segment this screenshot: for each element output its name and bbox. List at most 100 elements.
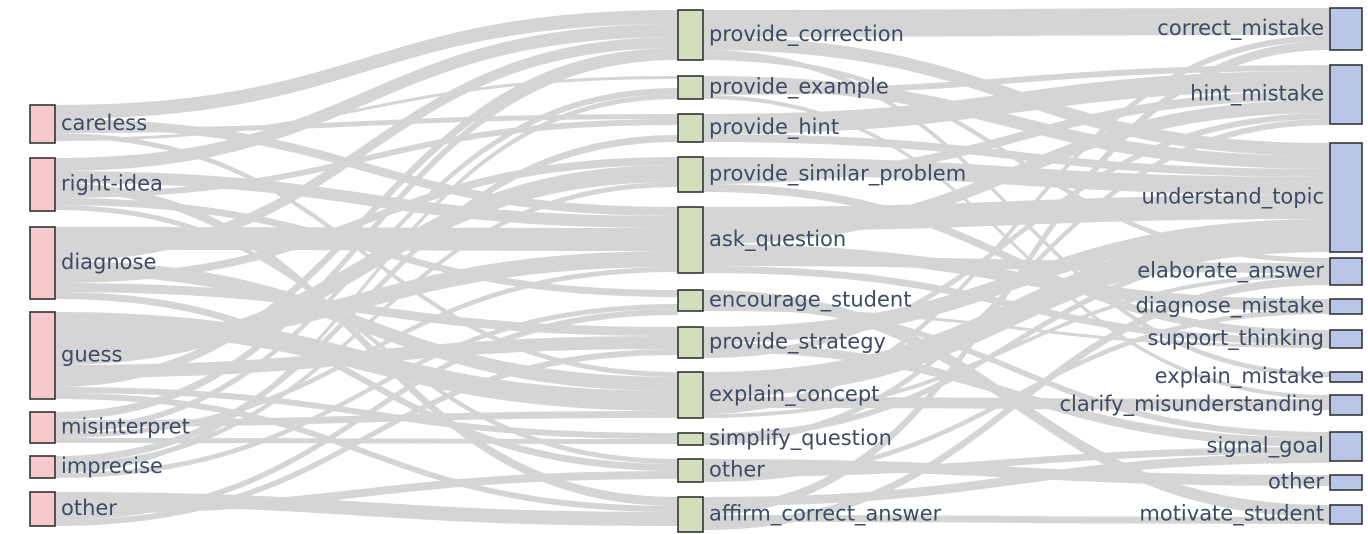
sankey-link	[55, 438, 678, 444]
sankey-node-misinterpret[interactable]	[29, 411, 56, 444]
sankey-link	[55, 94, 678, 473]
sankey-node-label-affirm_correct_answer: affirm_correct_answer	[709, 502, 942, 527]
sankey-links-layer	[55, 8, 1330, 530]
sankey-link	[703, 76, 1330, 169]
sankey-node-careless[interactable]	[29, 104, 56, 144]
sankey-node-label-motivate_student: motivate_student	[1139, 502, 1324, 527]
sankey-link	[55, 492, 678, 526]
sankey-link	[55, 24, 678, 171]
sankey-node-label-imprecise: imprecise	[61, 454, 163, 478]
sankey-link	[703, 35, 1330, 414]
sankey-link	[703, 8, 1330, 37]
sankey-link	[55, 119, 678, 216]
sankey-node-label-provide_correction: provide_correction	[709, 22, 904, 47]
sankey-node-ask_question[interactable]	[677, 206, 704, 274]
sankey-link	[703, 91, 1330, 184]
sankey-node-support_thinking[interactable]	[1329, 329, 1363, 349]
sankey-node-provide_hint[interactable]	[677, 113, 704, 143]
sankey-node-label-elaborate_answer: elaborate_answer	[1137, 259, 1324, 284]
sankey-node-label-other: other	[709, 458, 765, 482]
sankey-node-label-explain_concept: explain_concept	[709, 382, 879, 407]
sankey-link	[703, 308, 1330, 348]
sankey-node-label-diagnose: diagnose	[61, 250, 156, 274]
sankey-link	[55, 52, 678, 420]
sankey-link	[55, 304, 678, 478]
sankey-labels-layer: carelessright-ideadiagnoseguessmisinterp…	[61, 16, 1324, 527]
sankey-link	[55, 88, 678, 433]
sankey-nodes-layer	[29, 7, 1363, 533]
sankey-node-right-idea[interactable]	[29, 157, 56, 212]
sankey-link	[703, 100, 1330, 244]
sankey-node-label-provide_hint: provide_hint	[709, 115, 839, 140]
sankey-node-label-simplify_question: simplify_question	[709, 426, 892, 451]
sankey-node-label-misinterpret: misinterpret	[61, 415, 190, 439]
sankey-node-label-explain_mistake: explain_mistake	[1155, 364, 1324, 389]
sankey-link	[703, 309, 1330, 482]
sankey-node-provide_similar_problem[interactable]	[677, 156, 704, 193]
sankey-node-other[interactable]	[677, 458, 704, 483]
sankey-node-diagnose_mistake[interactable]	[1329, 298, 1363, 315]
sankey-node-simplify_question[interactable]	[677, 432, 704, 446]
sankey-link	[55, 119, 678, 198]
sankey-node-clarify_misunderstanding[interactable]	[1329, 394, 1363, 416]
sankey-link	[55, 393, 678, 512]
sankey-link	[55, 205, 678, 464]
sankey-node-label-guess: guess	[61, 343, 122, 367]
sankey-node-label-support_thinking: support_thinking	[1148, 326, 1324, 351]
sankey-node-motivate_student[interactable]	[1329, 504, 1363, 525]
sankey-node-guess[interactable]	[29, 311, 56, 400]
sankey-node-label-provide_similar_problem: provide_similar_problem	[709, 162, 966, 187]
sankey-node-signal_goal[interactable]	[1329, 431, 1363, 462]
sankey-node-other[interactable]	[29, 491, 56, 527]
sankey-node-label-careless: careless	[61, 111, 147, 135]
sankey-node-diagnose[interactable]	[29, 226, 56, 300]
sankey-link	[55, 76, 678, 141]
sankey-node-correct_mistake[interactable]	[1329, 7, 1363, 51]
sankey-link	[703, 277, 1330, 530]
sankey-link	[703, 71, 1330, 134]
sankey-link	[703, 95, 1330, 399]
sankey-node-label-other: other	[61, 496, 117, 520]
sankey-node-other[interactable]	[1329, 474, 1363, 491]
sankey-link	[55, 292, 678, 471]
sankey-link	[55, 165, 678, 365]
sankey-link	[703, 113, 1330, 358]
sankey-link	[55, 267, 678, 438]
sankey-link	[55, 309, 678, 520]
sankey-node-label-other: other	[1268, 470, 1324, 494]
sankey-link	[55, 37, 678, 261]
sankey-node-provide_strategy[interactable]	[677, 326, 704, 359]
sankey-link	[703, 454, 1330, 506]
sankey-link	[55, 336, 678, 378]
sankey-node-explain_concept[interactable]	[677, 371, 704, 419]
sankey-node-label-provide_example: provide_example	[709, 75, 889, 100]
sankey-link	[55, 183, 678, 506]
sankey-node-explain_mistake[interactable]	[1329, 371, 1363, 383]
sankey-node-provide_correction[interactable]	[677, 9, 704, 61]
sankey-link	[703, 302, 1330, 438]
sankey-node-understand_topic[interactable]	[1329, 142, 1363, 253]
sankey-node-encourage_student[interactable]	[677, 289, 704, 312]
sankey-link	[55, 114, 678, 133]
sankey-link	[703, 447, 1330, 477]
sankey-node-hint_mistake[interactable]	[1329, 64, 1363, 125]
sankey-node-affirm_correct_answer[interactable]	[677, 496, 704, 533]
sankey-link	[703, 227, 1330, 397]
sankey-node-label-provide_strategy: provide_strategy	[709, 330, 886, 355]
sankey-node-label-correct_mistake: correct_mistake	[1157, 16, 1324, 41]
sankey-link	[703, 515, 1330, 524]
sankey-node-elaborate_answer[interactable]	[1329, 257, 1363, 286]
sankey-link	[55, 135, 678, 463]
sankey-node-label-hint_mistake: hint_mistake	[1190, 82, 1324, 107]
sankey-link	[703, 65, 1330, 95]
sankey-link	[703, 134, 1330, 177]
sankey-node-label-ask_question: ask_question	[709, 227, 846, 252]
sankey-node-imprecise[interactable]	[29, 455, 56, 479]
sankey-link	[55, 182, 678, 468]
sankey-link	[703, 243, 1330, 439]
sankey-link	[55, 48, 678, 387]
sankey-node-provide_example[interactable]	[677, 75, 704, 100]
sankey-node-label-diagnose_mistake: diagnose_mistake	[1135, 294, 1324, 319]
